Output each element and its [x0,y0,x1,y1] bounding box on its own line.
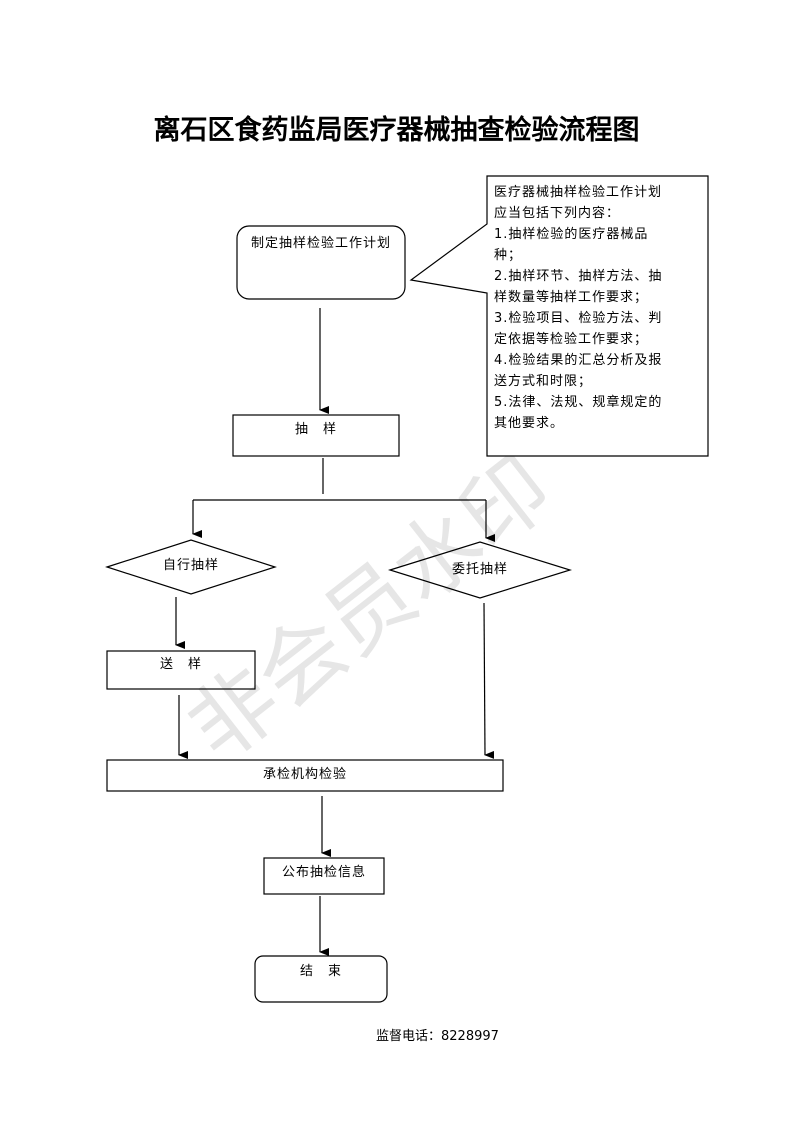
self-sampling-node [105,539,277,595]
supervision-phone: 监督电话：8228997 [376,1029,499,1044]
send-sample-node [106,650,256,690]
note-line: 医疗器械抽样检验工作计划 [494,185,663,200]
note-line: 样数量等抽样工作要求； [494,290,649,305]
publish-node [263,857,385,895]
self-sampling-label: 自行抽样 [162,558,219,573]
note-line: 5.法律、法规、规章规定的 [494,395,663,410]
note-line: 3.检验项目、检验方法、判 [494,311,663,326]
note-line: 其他要求。 [494,416,565,431]
note-line: 1.抽样检验的医疗器械品 [494,227,649,242]
note-callout-shape [409,175,709,457]
note-line: 定依据等检验工作要求； [494,332,649,347]
sampling-label: 抽 样 [294,422,337,437]
note-line: 4.检验结果的汇总分析及报 [494,353,663,368]
inspection-label: 承检机构检验 [262,767,347,782]
plan-label: 制定抽样检验工作计划 [250,236,391,251]
end-label: 结 束 [299,964,342,979]
note-line: 送方式和时限； [494,374,593,389]
note-line: 种； [494,248,523,263]
end-node [254,955,388,1003]
note-line: 2.抽样环节、抽样方法、抽 [494,269,663,284]
publish-label: 公布抽检信息 [281,865,366,880]
entrusted-sampling-node [387,541,573,599]
page-title: 离石区食药监局医疗器械抽查检验流程图 [153,115,640,146]
note-line: 应当包括下列内容： [494,206,621,221]
send-sample-label: 送 样 [159,657,202,672]
plan-requirements-note: 医疗器械抽样检验工作计划 应当包括下列内容： 1.抽样检验的医疗器械品 种； 2… [494,182,700,434]
inspection-node [106,759,504,792]
plan-node [236,225,406,300]
sampling-node [232,414,400,457]
entrusted-sampling-label: 委托抽样 [451,562,508,577]
